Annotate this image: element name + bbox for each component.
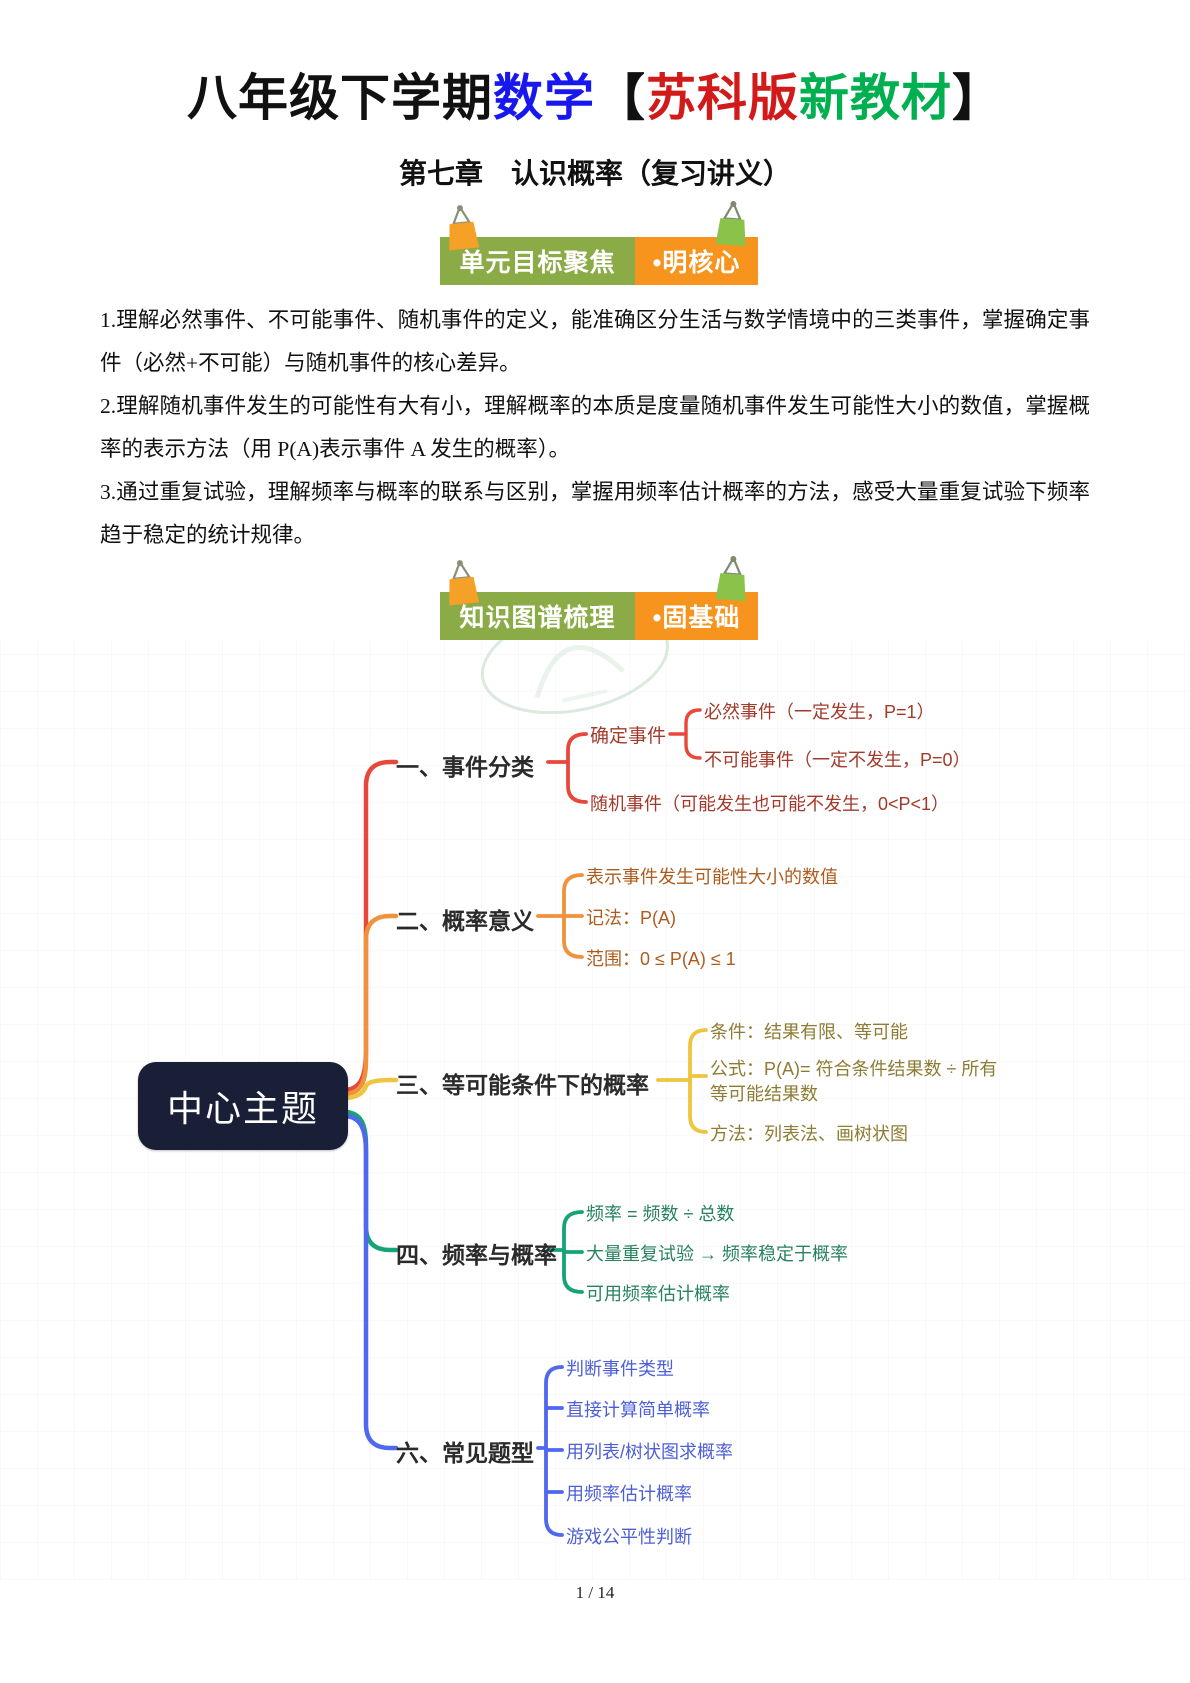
objective-item: 3.通过重复试验，理解频率与概率的联系与区别，掌握用频率估计概率的方法，感受大量…: [100, 480, 1090, 547]
banner-left-label: 知识图谱梳理: [440, 592, 635, 640]
node-probability-range: 范围：0 ≤ P(A) ≤ 1: [586, 949, 736, 969]
branch-event-classification: 一、事件分类: [396, 754, 534, 780]
branch-equally-likely-probability: 三、等可能条件下的概率: [396, 1072, 649, 1098]
title-bracket-open: 【: [595, 70, 646, 126]
chapter-subtitle: 第七章 认识概率（复习讲义）: [398, 158, 791, 189]
binder-clip-green-icon: [715, 555, 746, 601]
node-probability-notation: 记法：P(A): [586, 908, 676, 928]
node-direct-calculation: 直接计算简单概率: [566, 1400, 710, 1420]
node-certain-event: 确定事件: [590, 726, 667, 747]
branch-probability-meaning: 二、概率意义: [396, 908, 534, 934]
title-bracket-close: 】: [952, 70, 1003, 126]
node-table-tree-method: 用列表/树状图求概率: [566, 1442, 734, 1462]
branch-common-question-types: 六、常见题型: [396, 1440, 534, 1466]
page-title: 八年级下学期数学【苏科版新教材】: [0, 58, 1190, 130]
node-estimate-by-frequency: 用频率估计概率: [566, 1484, 692, 1504]
page-number: 1 / 14: [575, 1583, 615, 1602]
binder-clip-orange-icon: [449, 559, 480, 606]
node-probability-definition: 表示事件发生可能性大小的数值: [586, 867, 838, 887]
node-frequency-formula: 频率 = 频数 ÷ 总数: [586, 1204, 735, 1224]
objective-item: 1.理解必然事件、不可能事件、随机事件的定义，能准确区分生活与数学情境中的三类事…: [100, 308, 1090, 375]
title-segment-newbook: 新教材: [799, 70, 952, 126]
node-judge-event-type: 判断事件类型: [566, 1359, 674, 1379]
central-topic-node: 中心主题: [138, 1062, 348, 1150]
objective-item: 2.理解随机事件发生的可能性有大有小，理解概率的本质是度量随机事件发生可能性大小…: [100, 394, 1090, 461]
banner-knowledge-map: 知识图谱梳理 •固基础: [440, 555, 758, 640]
node-formula: 公式：P(A)= 符合条件结果数 ÷ 所有等可能结果数: [710, 1059, 998, 1104]
node-frequency-stability: 大量重复试验 → 频率稳定于概率: [586, 1244, 849, 1264]
binder-clip-green-icon: [715, 200, 746, 246]
node-impossible-event: 不可能事件（一定不发生，P=0）: [704, 750, 971, 770]
learning-objectives: 1.理解必然事件、不可能事件、随机事件的定义，能准确区分生活与数学情境中的三类事…: [100, 299, 1090, 557]
node-frequency-estimate: 可用频率估计概率: [586, 1284, 730, 1304]
binder-clip-orange-icon: [449, 204, 480, 251]
title-segment-grade: 八年级下学期: [187, 70, 493, 126]
node-inevitable-event: 必然事件（一定发生，P=1）: [704, 702, 935, 722]
title-segment-subject: 数学: [493, 70, 595, 126]
node-condition: 条件：结果有限、等可能: [710, 1022, 908, 1042]
title-segment-edition: 苏科版: [646, 70, 799, 126]
node-game-fairness: 游戏公平性判断: [566, 1527, 692, 1547]
node-random-event: 随机事件（可能发生也可能不发生，0<P<1）: [590, 794, 950, 814]
banner-unit-goals: 单元目标聚焦 •明核心: [440, 200, 758, 285]
node-method: 方法：列表法、画树状图: [710, 1124, 908, 1144]
branch-frequency-and-probability: 四、频率与概率: [396, 1242, 557, 1268]
